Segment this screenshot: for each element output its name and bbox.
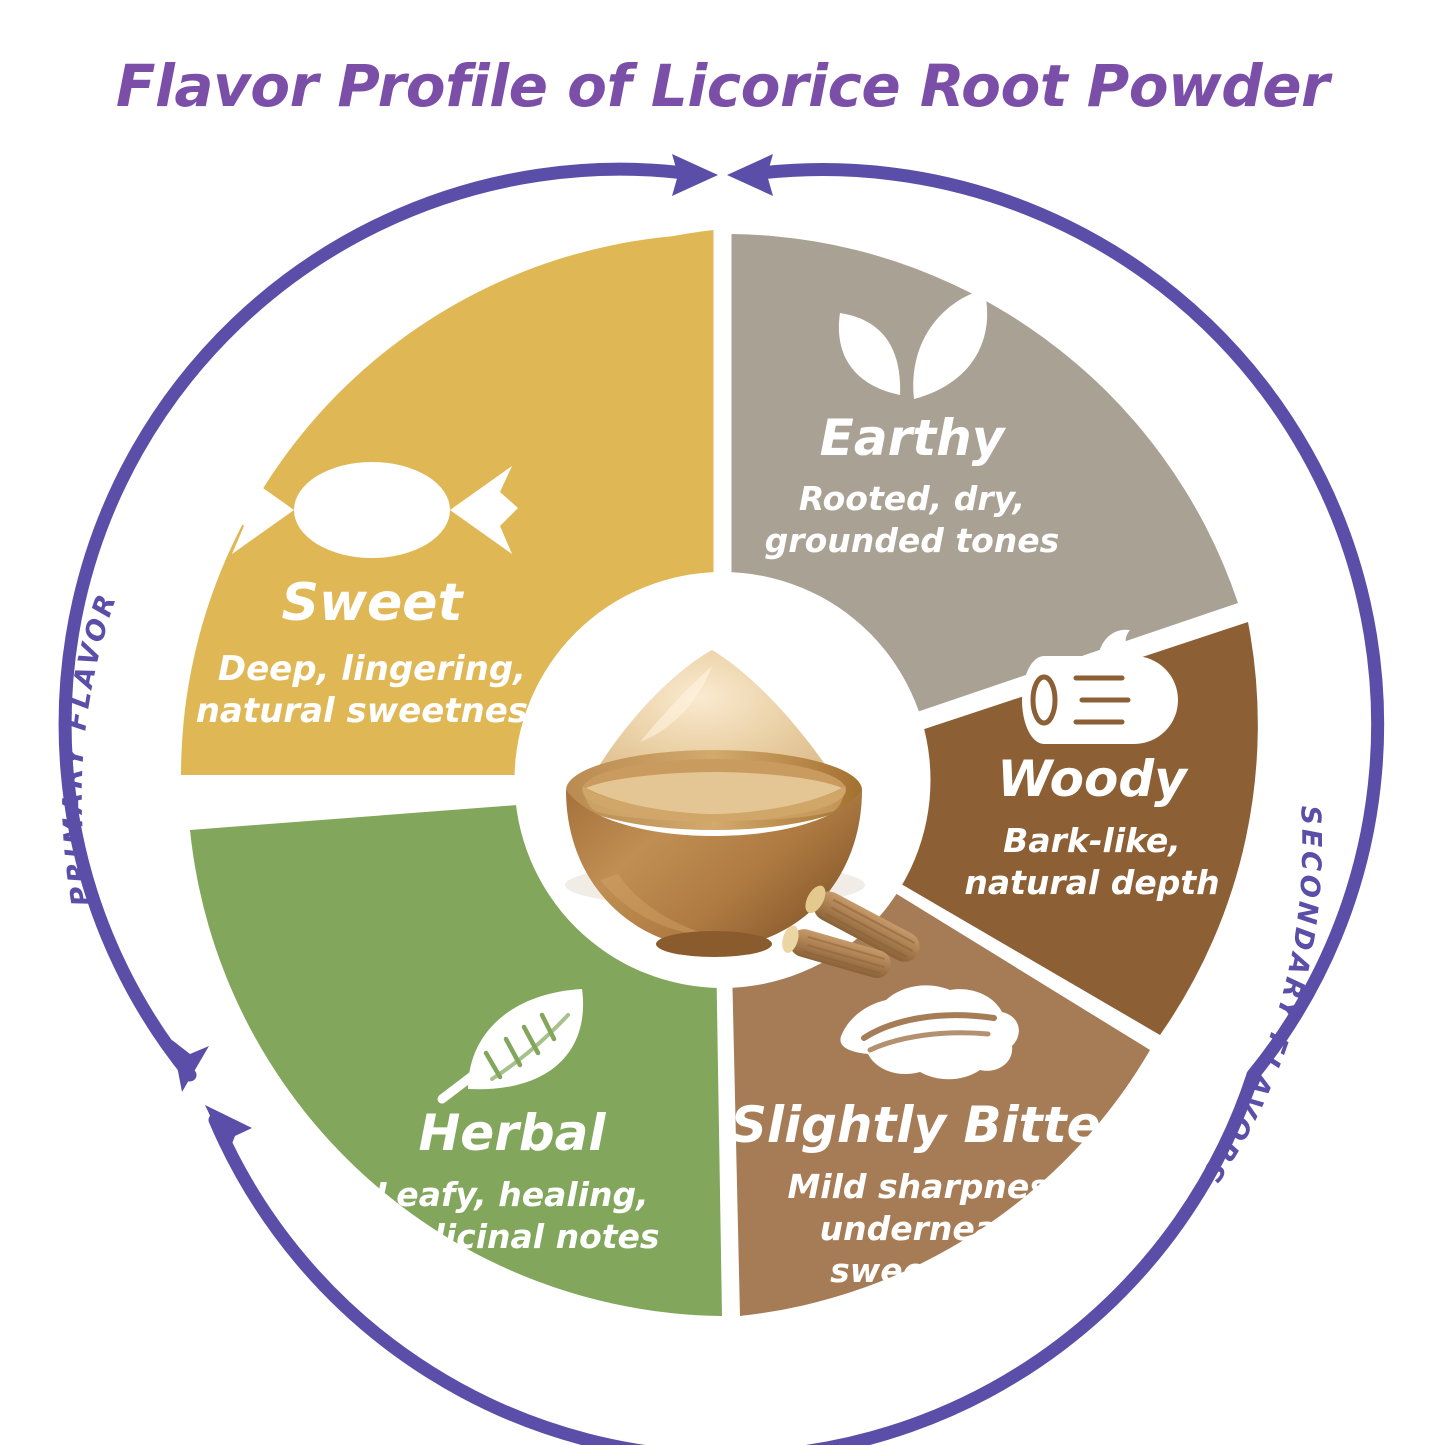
segment-desc-herbal-line1: Leafy, healing, bbox=[375, 1175, 648, 1214]
two-leaves-icon bbox=[838, 289, 988, 399]
segment-title-slightly-bitter: Slightly Bitter bbox=[731, 1096, 1129, 1154]
segment-desc-earthy-line2: grounded tones bbox=[765, 521, 1060, 560]
segment-desc-bitter-line2: underneath bbox=[820, 1209, 1037, 1248]
segment-title-earthy: Earthy bbox=[820, 409, 1007, 467]
secondary-flavors-arc bbox=[727, 154, 1385, 1082]
segment-title-herbal: Herbal bbox=[418, 1104, 606, 1162]
segment-title-woody: Woody bbox=[997, 750, 1189, 808]
herbal-return-arc bbox=[205, 1068, 1260, 1445]
single-leaf-icon bbox=[437, 989, 584, 1104]
bitter-leaf-icon bbox=[840, 985, 1019, 1080]
primary-flavor-arc bbox=[58, 154, 718, 1092]
segment-desc-woody-line2: natural depth bbox=[964, 863, 1219, 902]
segment-desc-herbal-line2: medicinal notes bbox=[364, 1217, 659, 1256]
log-icon bbox=[1022, 629, 1178, 744]
licorice-root-powder-bowl bbox=[565, 650, 920, 979]
segment-title-sweet: Sweet bbox=[282, 573, 465, 633]
segment-desc-bitter-line1: Mild sharpness bbox=[787, 1167, 1068, 1206]
page-title: Flavor Profile of Licorice Root Powder bbox=[115, 52, 1330, 120]
candy-icon bbox=[226, 462, 518, 558]
segment-desc-earthy-line1: Rooted, dry, bbox=[799, 479, 1025, 518]
segment-desc-woody-line1: Bark-like, bbox=[1003, 821, 1181, 860]
segment-woody[interactable]: Woody Bark-like, natural depth bbox=[732, 622, 1258, 1035]
licorice-sticks-icon bbox=[782, 885, 920, 979]
segment-desc-sweet-line1: Deep, lingering, bbox=[218, 649, 526, 689]
segment-desc-bitter-line3: sweetness bbox=[830, 1251, 1026, 1290]
segment-desc-sweet-line2: natural sweetness bbox=[196, 691, 549, 731]
